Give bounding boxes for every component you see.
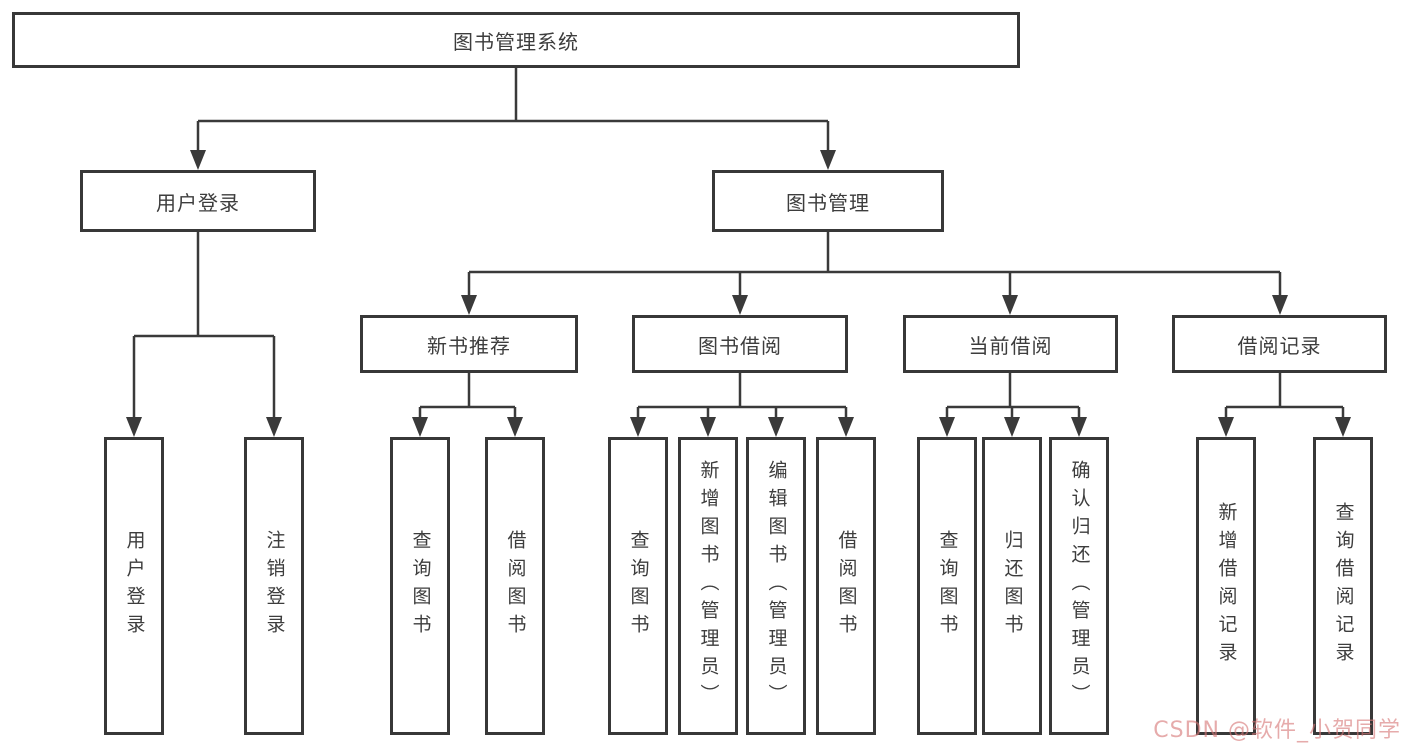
node-query-books-leaf: 查询图书 — [608, 437, 668, 735]
node-label: 图书借阅 — [698, 333, 782, 358]
node-label: 查询图书 — [936, 530, 959, 642]
node-borrowing-records: 借阅记录 — [1172, 315, 1387, 373]
node-edit-books-admin-leaf: 编辑图书（管理员） — [746, 437, 806, 735]
node-label: 借阅记录 — [1237, 333, 1322, 358]
node-label: 归还图书 — [1001, 530, 1024, 642]
node-confirm-return-admin-leaf: 确认归还（管理员） — [1049, 437, 1109, 735]
node-return-books-leaf: 归还图书 — [982, 437, 1042, 735]
node-label: 查询图书 — [627, 530, 650, 642]
node-label: 新增图书（管理员） — [697, 460, 720, 712]
node-label: 新书推荐 — [427, 333, 511, 358]
node-add-borrow-record-leaf: 新增借阅记录 — [1196, 437, 1256, 735]
node-label: 图书管理系统 — [453, 29, 579, 54]
node-logout-leaf: 注销登录 — [244, 437, 304, 735]
node-borrow-books-leaf: 借阅图书 — [485, 437, 545, 735]
node-user-login-leaf: 用户登录 — [104, 437, 164, 735]
node-query-borrow-record-leaf: 查询借阅记录 — [1313, 437, 1373, 735]
node-label: 查询借阅记录 — [1332, 502, 1355, 670]
node-label: 确认归还（管理员） — [1068, 460, 1091, 712]
node-library-management-system: 图书管理系统 — [12, 12, 1020, 68]
node-book-borrowing: 图书借阅 — [632, 315, 848, 373]
node-label: 图书管理 — [786, 190, 870, 215]
node-label: 当前借阅 — [968, 333, 1053, 358]
node-label: 用户登录 — [123, 530, 146, 642]
node-user-login-branch: 用户登录 — [80, 170, 316, 232]
node-add-books-admin-leaf: 新增图书（管理员） — [678, 437, 738, 735]
node-current-borrowing: 当前借阅 — [903, 315, 1118, 373]
node-label: 编辑图书（管理员） — [765, 460, 788, 712]
node-query-books-leaf: 查询图书 — [917, 437, 977, 735]
node-book-management-branch: 图书管理 — [712, 170, 944, 232]
node-label: 查询图书 — [409, 530, 432, 642]
node-borrow-books-leaf: 借阅图书 — [816, 437, 876, 735]
node-label: 用户登录 — [156, 190, 240, 215]
node-query-books-leaf: 查询图书 — [390, 437, 450, 735]
node-label: 新增借阅记录 — [1215, 502, 1238, 670]
arrowheads — [126, 150, 1351, 437]
node-label: 注销登录 — [263, 530, 286, 642]
csdn-watermark: CSDN @软件_小贺同学 — [1153, 718, 1401, 743]
node-new-book-recommendation: 新书推荐 — [360, 315, 578, 373]
node-label: 借阅图书 — [504, 530, 527, 642]
node-label: 借阅图书 — [835, 530, 858, 642]
